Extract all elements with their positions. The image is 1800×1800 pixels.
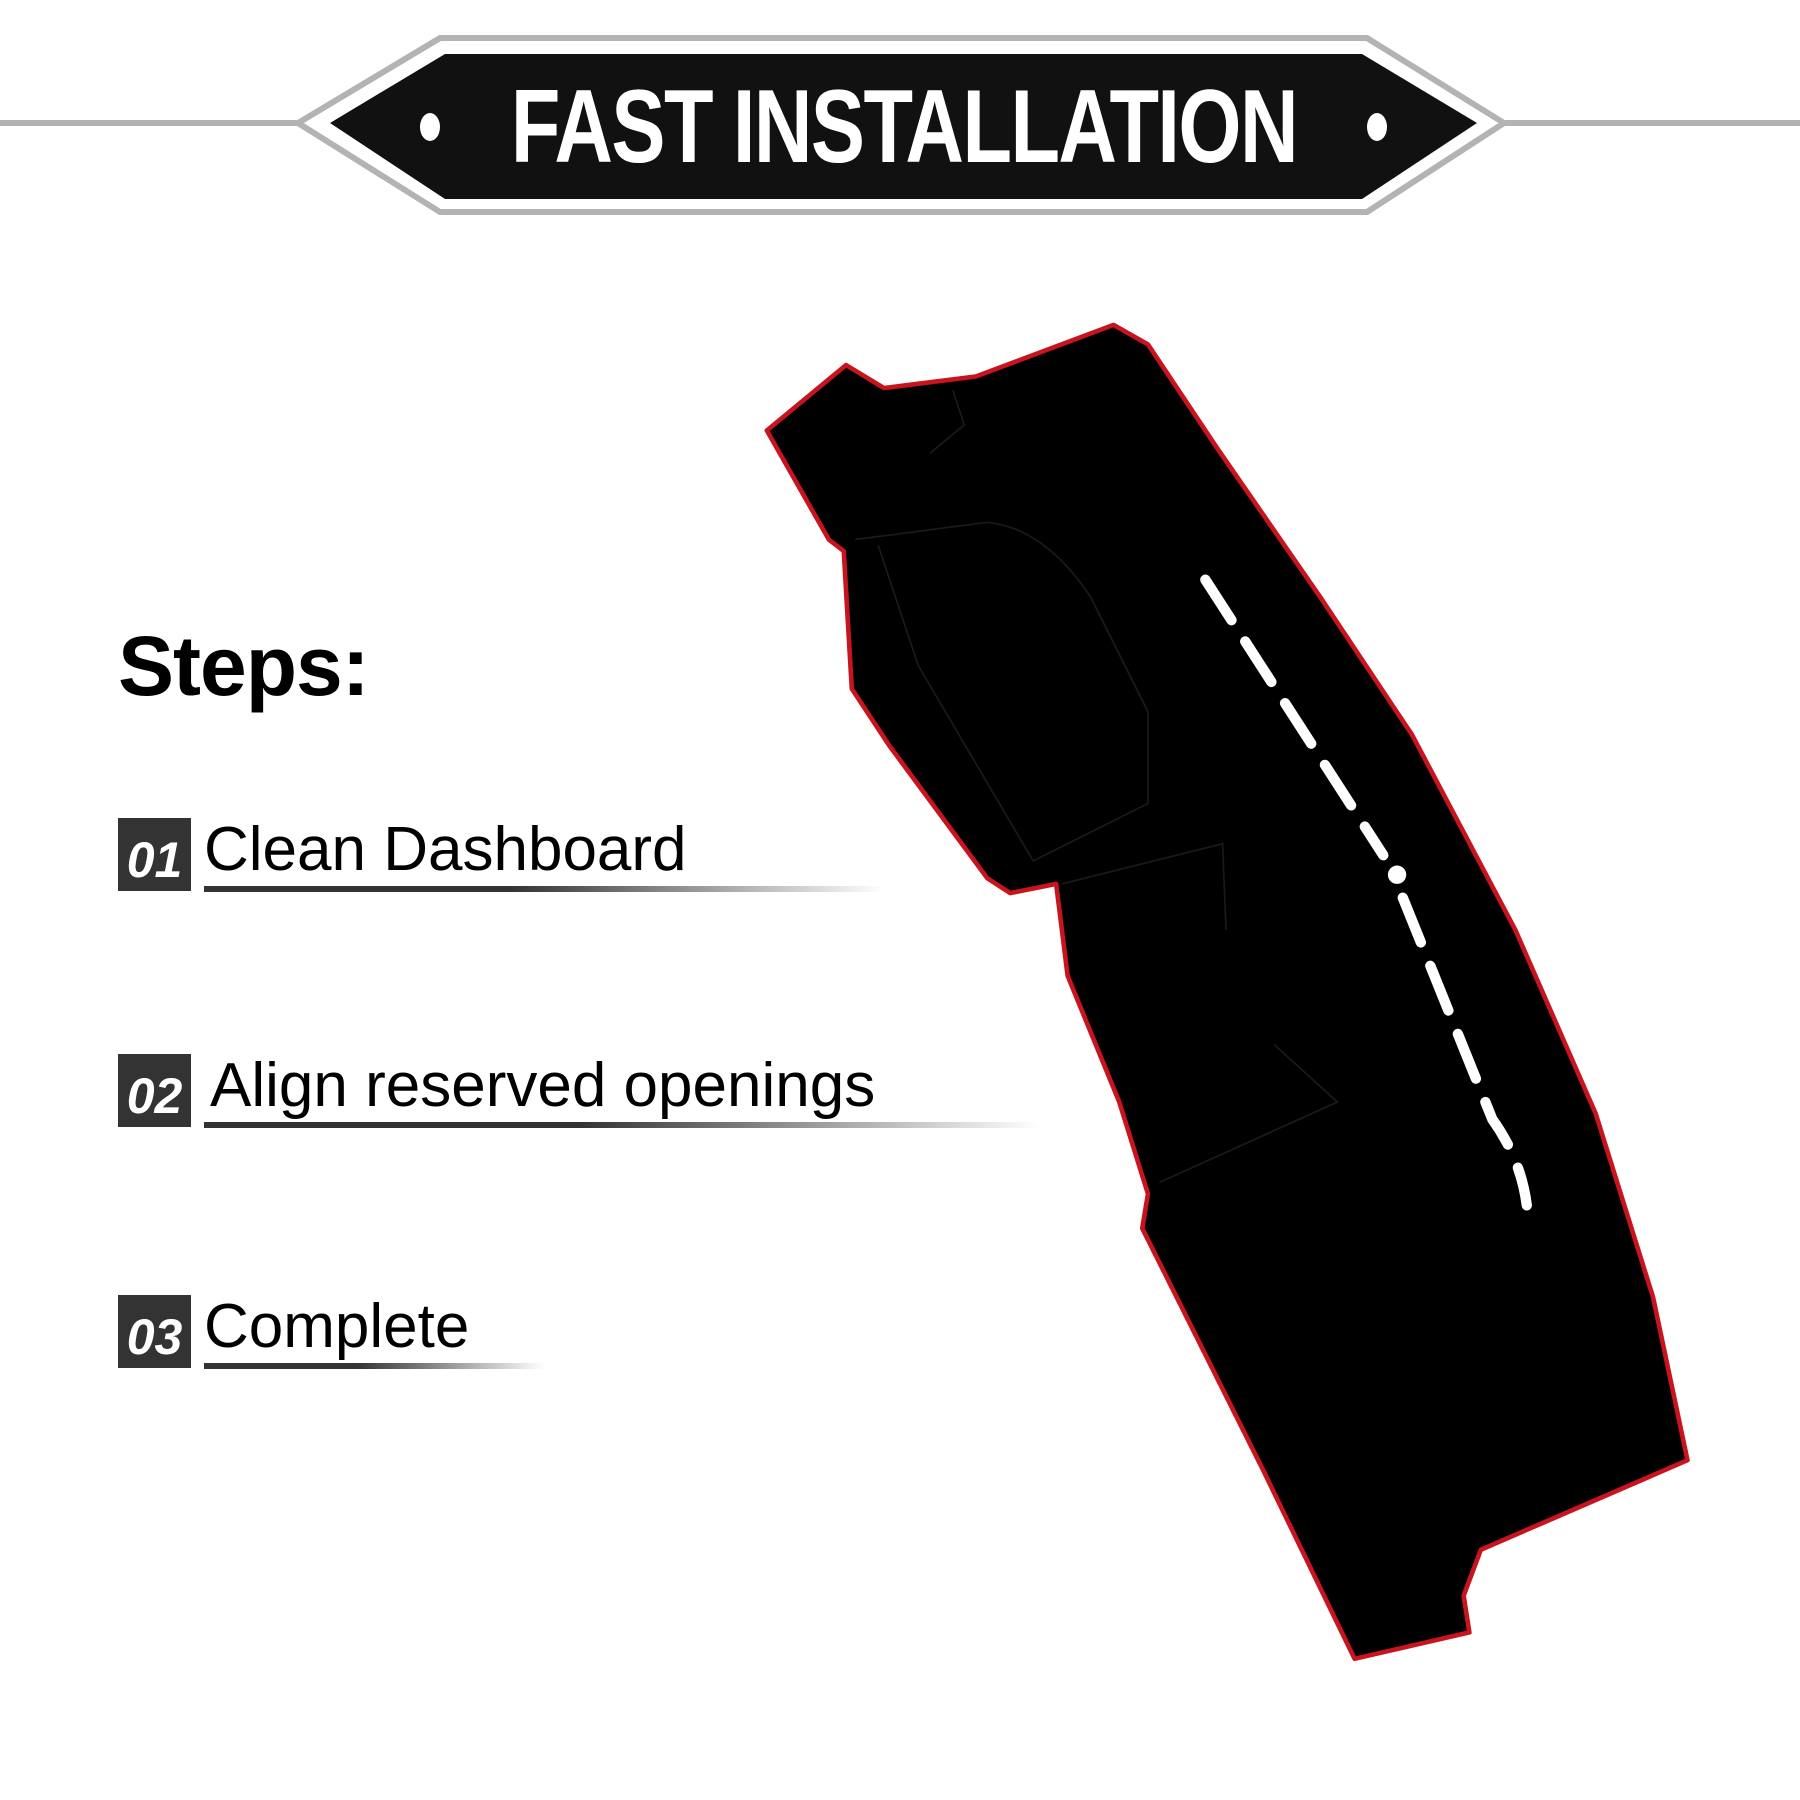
step-number: 03	[118, 1295, 191, 1368]
step-label: Clean Dashboard	[204, 815, 687, 884]
step-number: 02	[118, 1054, 191, 1127]
banner-frame	[292, 35, 1510, 215]
bullet-icon	[419, 113, 440, 141]
divider-left	[0, 120, 310, 126]
bullet-icon	[1367, 113, 1388, 141]
step-label: Align reserved openings	[210, 1051, 876, 1120]
step-number: 01	[118, 818, 191, 891]
step-underline	[204, 886, 884, 892]
divider-right	[1495, 120, 1800, 126]
step-underline	[204, 1363, 544, 1369]
steps-heading: Steps:	[118, 619, 370, 713]
step-label: Complete	[204, 1292, 470, 1361]
step-underline	[204, 1122, 1039, 1128]
mat-stitch-line	[1200, 574, 1389, 861]
banner-title: FAST INSTALLATION	[330, 62, 1477, 192]
